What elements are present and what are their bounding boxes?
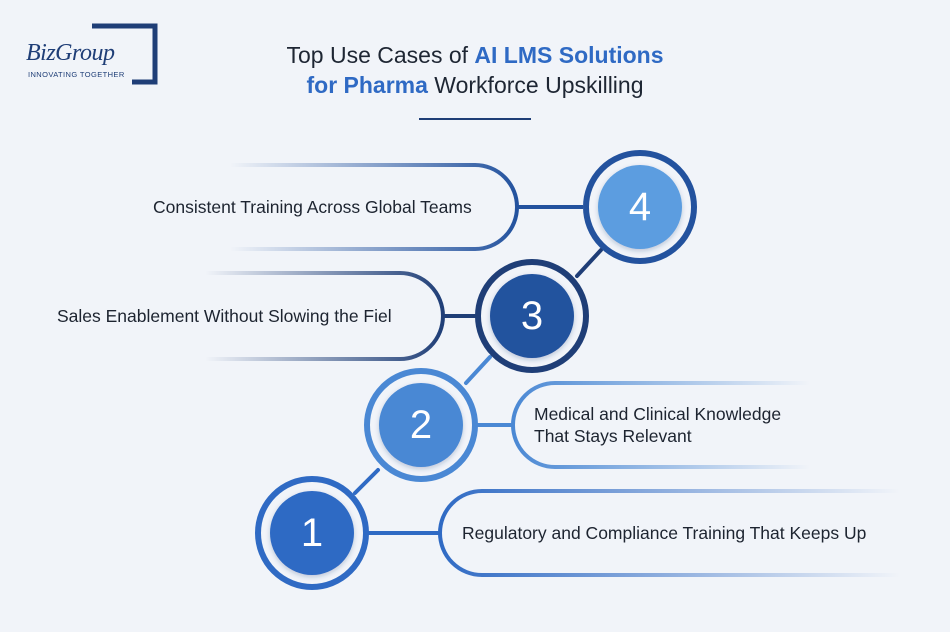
- disc-step-1: [270, 491, 354, 575]
- logo-tagline: INNOVATING TOGETHER: [28, 70, 125, 79]
- step-4-label: Consistent Training Across Global Teams: [153, 197, 472, 217]
- connector-2-3: [464, 355, 492, 385]
- step-2-label-line-1: Medical and Clinical Knowledge: [534, 404, 782, 424]
- bizgroup-logo: BizGroup INNOVATING TOGETHER: [22, 26, 158, 84]
- logo-frame: [92, 23, 158, 85]
- step-3-label: Sales Enablement Without Slowing the Fie…: [57, 306, 392, 326]
- title-line-2-suffix: Workforce Upskilling: [427, 72, 644, 98]
- connector-1-2: [353, 468, 380, 495]
- title-line-1: Top Use Cases of AI LMS Solutions: [200, 40, 750, 70]
- page-title: Top Use Cases of AI LMS Solutions for Ph…: [200, 40, 750, 100]
- connector-3-4: [575, 248, 603, 278]
- bracket-step-4: [230, 163, 519, 251]
- step-2-label-line-2: That Stays Relevant: [534, 426, 692, 446]
- bracket-step-3: [205, 271, 445, 361]
- title-line-1-prefix: Top Use Cases of: [286, 42, 475, 68]
- title-underline: [419, 118, 531, 120]
- bracket-step-2: [511, 381, 810, 469]
- logo-name: BizGroup: [26, 40, 115, 66]
- title-line-2: for Pharma Workforce Upskilling: [200, 70, 750, 100]
- title-line-1-highlight: AI LMS Solutions: [474, 42, 664, 68]
- disc-step-3: [490, 274, 574, 358]
- step-1-number: 1: [300, 511, 324, 555]
- step-4-number: 4: [628, 185, 652, 229]
- step-3-number: 3: [520, 294, 544, 338]
- step-2-label: Medical and Clinical Knowledge That Stay…: [534, 403, 854, 447]
- step-2-number: 2: [409, 403, 433, 447]
- disc-step-2: [379, 383, 463, 467]
- step-1-label: Regulatory and Compliance Training That …: [462, 523, 867, 543]
- bracket-step-1: [438, 489, 900, 577]
- disc-step-4: [598, 165, 682, 249]
- title-line-2-highlight: for Pharma: [306, 72, 428, 98]
